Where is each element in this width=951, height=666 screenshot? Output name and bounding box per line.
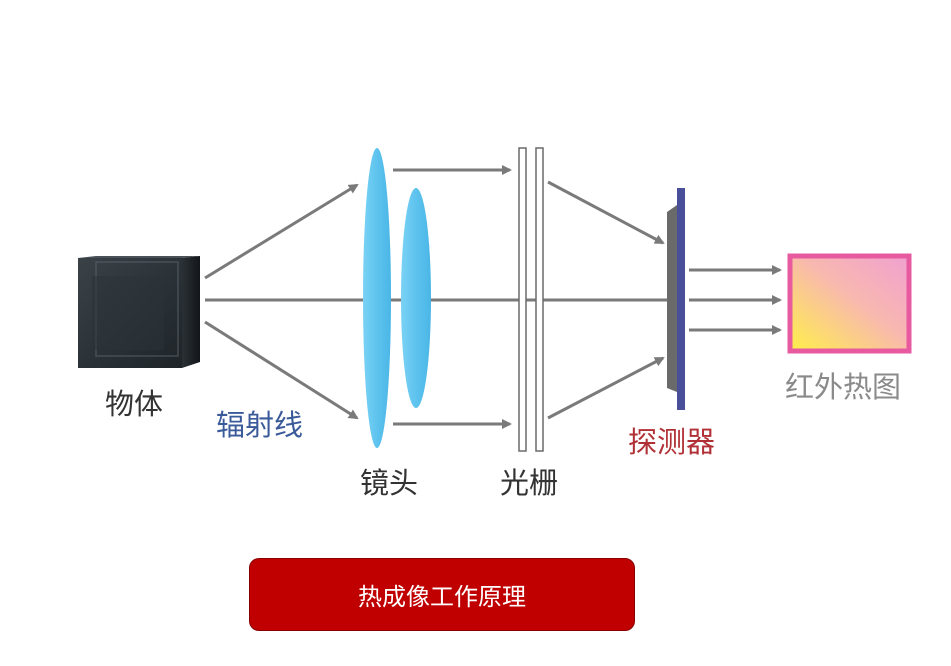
grating-label: 光栅 — [500, 466, 559, 500]
output-rays — [689, 265, 782, 335]
object-label: 物体 — [105, 387, 164, 421]
lens-to-grating-rays — [393, 165, 512, 429]
radiation-label: 辐射线 — [216, 408, 304, 442]
grating — [518, 147, 544, 452]
lens-group — [363, 148, 431, 448]
radiation-rays — [204, 183, 670, 420]
detector-label: 探测器 — [628, 425, 716, 459]
caption-text: 热成像工作原理 — [358, 583, 526, 611]
detector — [667, 188, 685, 410]
thermal-image-label: 红外热图 — [785, 370, 902, 404]
thermal-image — [787, 253, 912, 354]
grating-to-detector-rays — [547, 180, 665, 420]
object-cube — [78, 256, 200, 368]
lens-label: 镜头 — [360, 466, 419, 500]
caption-button[interactable]: 热成像工作原理 — [249, 558, 635, 631]
